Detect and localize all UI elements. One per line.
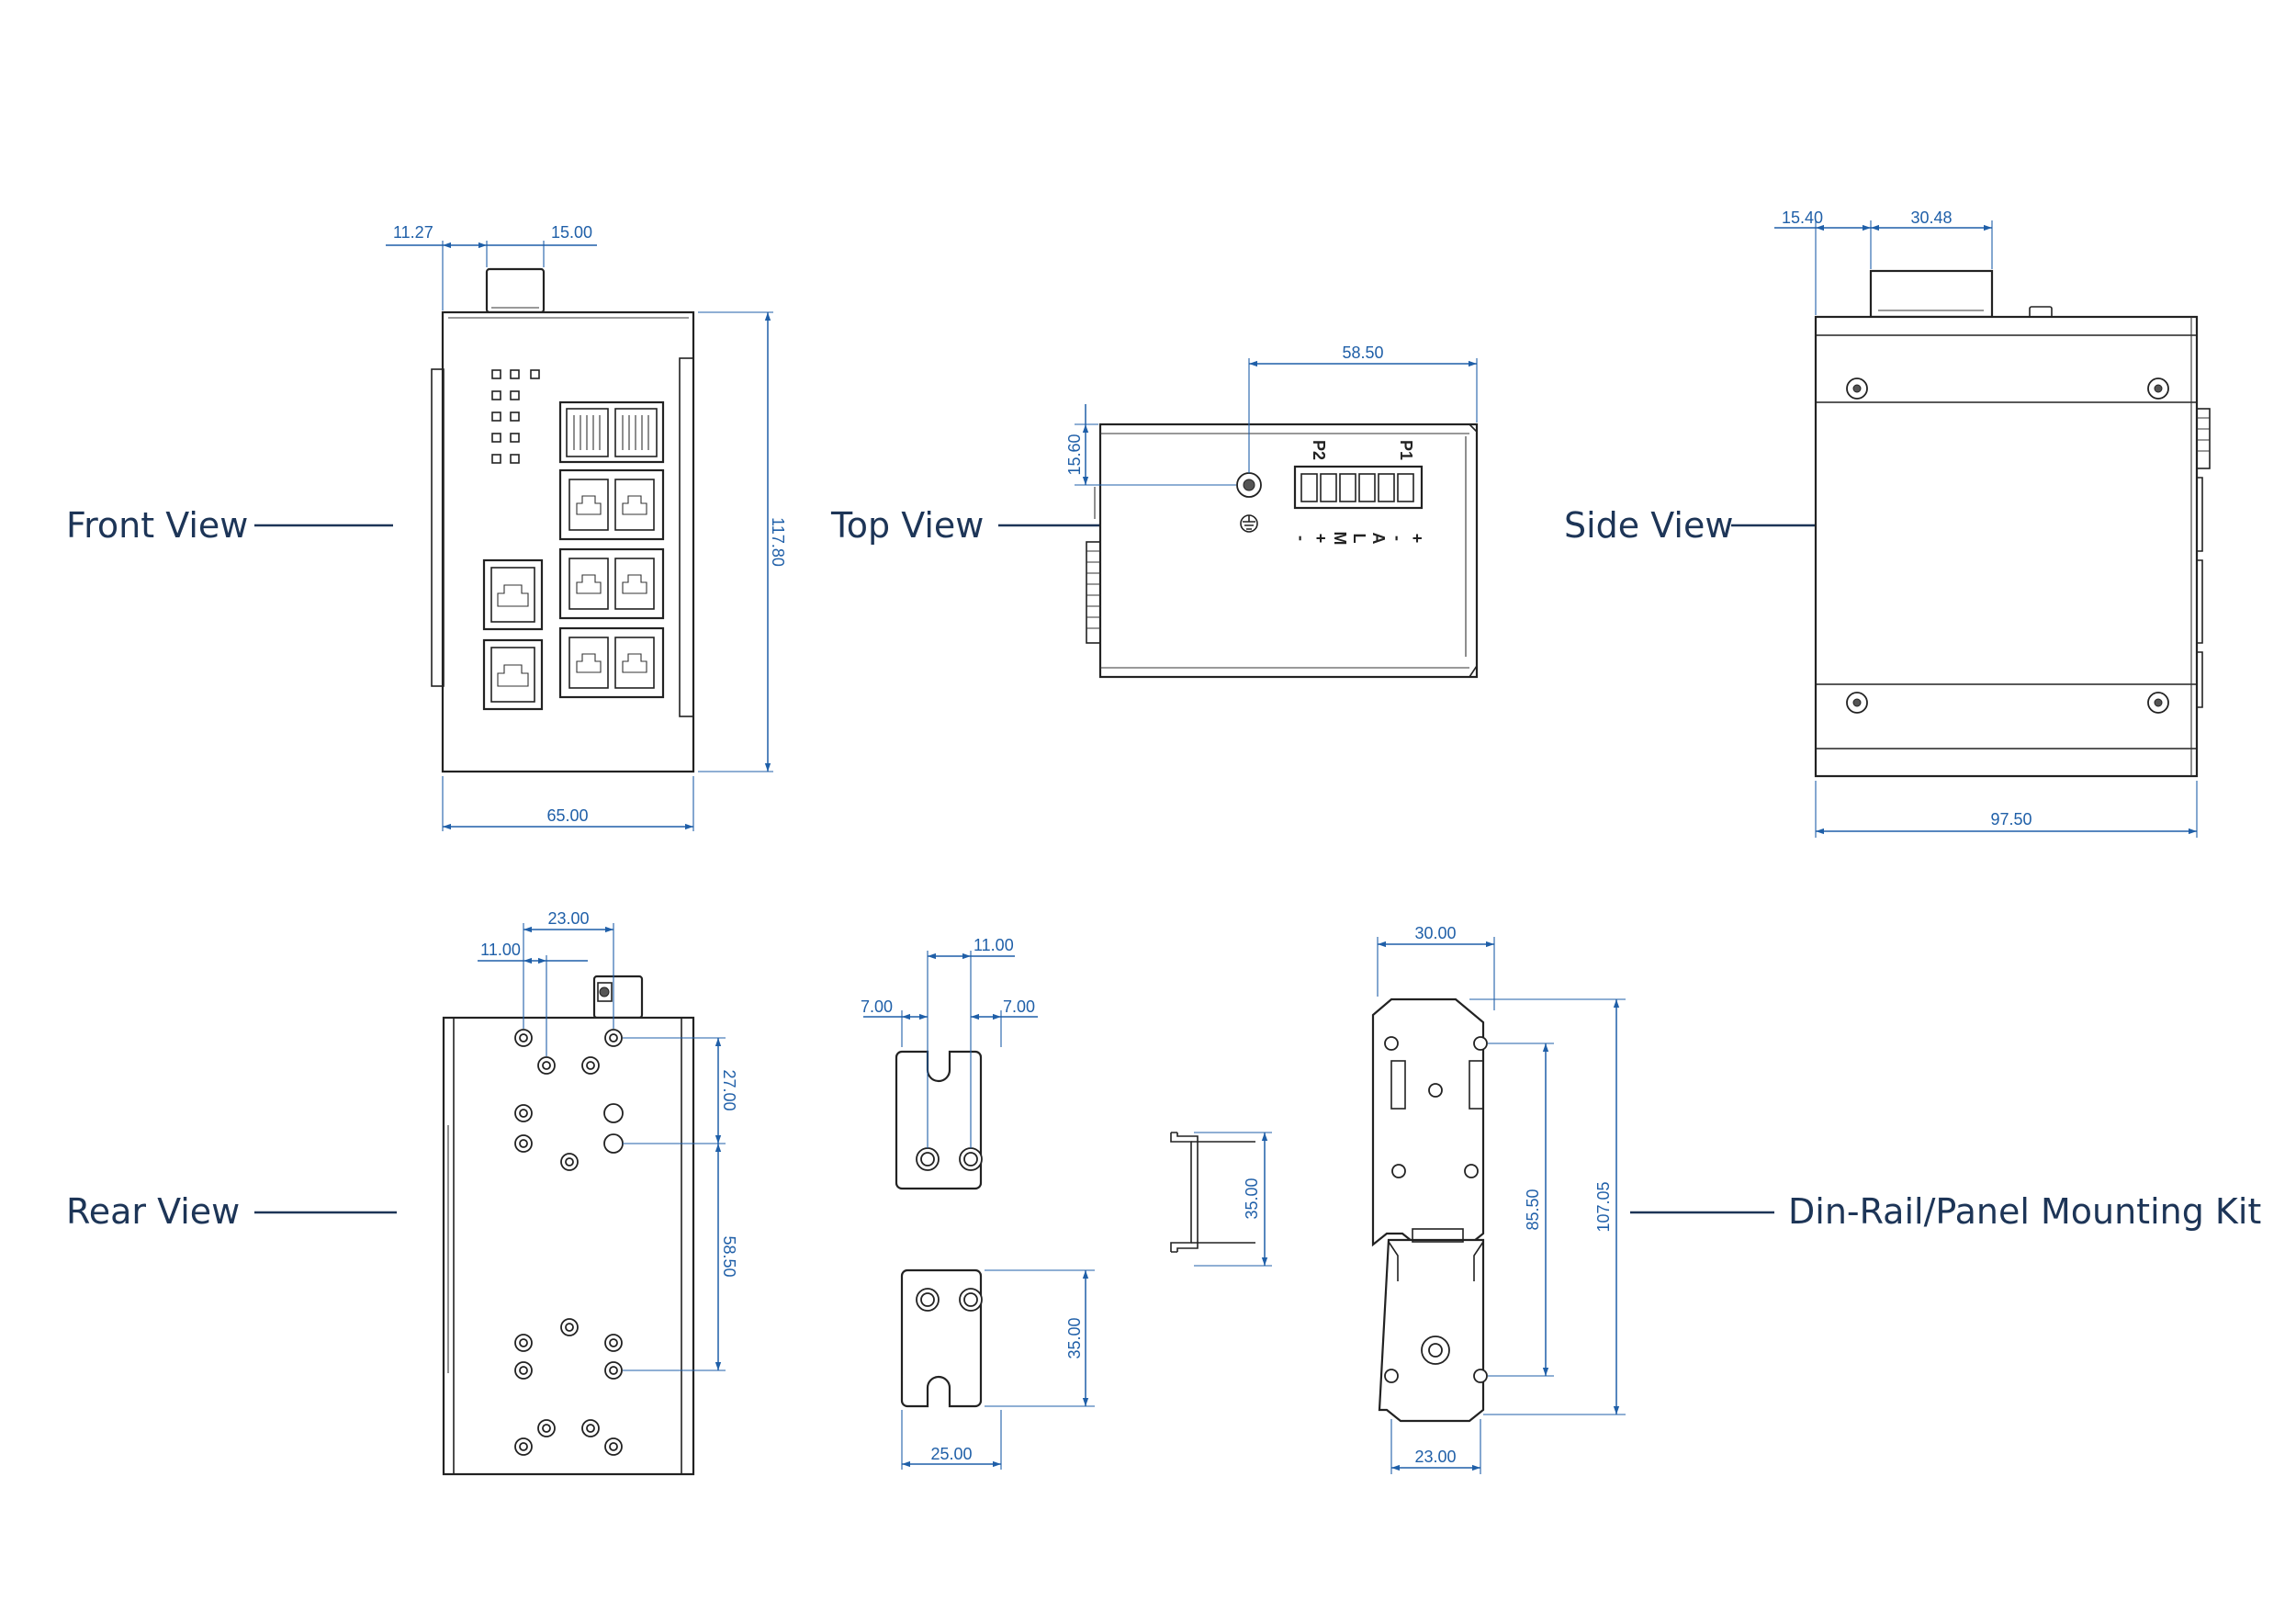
- rear-mounting-holes: [514, 1029, 624, 1456]
- dim-kit-width: 30.00: [1414, 924, 1456, 942]
- din-rail-profile: [1170, 1132, 1255, 1253]
- dim-side-width: 97.50: [1990, 810, 2032, 828]
- dim-rear-upper: 27.00: [720, 1069, 738, 1110]
- din-rail-kit-dimensions: 30.00 85.50 107.05 23.00: [1377, 924, 1626, 1474]
- front-view-label: Front View: [66, 505, 248, 546]
- dim-rear-spacing-b: 11.00: [480, 941, 521, 959]
- mounting-clip-upper-dimensions: 11.00 7.00 7.00: [861, 936, 1038, 1148]
- rj45-ports-right: [558, 468, 665, 699]
- terminal-p1-label: P1: [1397, 440, 1415, 460]
- dim-plate-width: 25.00: [930, 1445, 972, 1463]
- dim-front-connector: 15.00: [551, 223, 592, 242]
- top-view-label: Top View: [830, 505, 984, 546]
- dim-clip-right: 7.00: [1003, 997, 1035, 1016]
- pin-label-6: +: [1311, 534, 1330, 544]
- ground-symbol-icon: [1240, 514, 1258, 533]
- top-view-dimensions: 58.50 15.60: [1065, 344, 1478, 486]
- dim-kit-base: 23.00: [1414, 1448, 1456, 1466]
- side-screws: [1846, 378, 2169, 714]
- side-view-label: Side View: [1564, 505, 1733, 546]
- dim-rail-height: 35.00: [1243, 1178, 1261, 1219]
- terminal-p2-label: P2: [1310, 440, 1328, 460]
- din-rail-dimensions: 35.00: [1194, 1132, 1272, 1267]
- rear-view-drawing: [442, 975, 695, 1476]
- dim-kit-height: 107.05: [1594, 1181, 1613, 1232]
- led-indicators: [491, 369, 540, 464]
- dim-side-offset: 15.40: [1782, 209, 1823, 227]
- mounting-clip-upper: [895, 1050, 983, 1190]
- pin-label-3: A: [1369, 533, 1388, 545]
- dim-top-terminal: 58.50: [1342, 344, 1383, 362]
- dim-side-connector: 30.48: [1910, 209, 1952, 227]
- side-view-drawing: [1814, 269, 2211, 778]
- din-rail-kit-drawing: [1371, 997, 1488, 1423]
- dim-front-height: 117.80: [769, 517, 787, 567]
- dim-top-ground: 15.60: [1065, 434, 1084, 475]
- terminal-block: [1293, 465, 1424, 510]
- front-view-drawing: [431, 267, 695, 773]
- mounting-plate-lower-dimensions: 35.00 25.00: [901, 1269, 1095, 1470]
- top-view-drawing: P2 P1 + - A L M + -: [1086, 423, 1479, 679]
- sfp-ports: [558, 400, 665, 464]
- pin-label-1: +: [1408, 534, 1426, 544]
- rear-view-label: Rear View: [66, 1191, 240, 1232]
- dim-plate-height: 35.00: [1065, 1317, 1084, 1358]
- front-view-dimensions: 11.27 15.00 117.80 65.00: [386, 223, 787, 831]
- dim-front-offset: 11.27: [393, 223, 433, 242]
- side-view-dimensions: 15.40 30.48 97.50: [1774, 209, 2198, 838]
- dim-rear-lower: 58.50: [720, 1235, 738, 1277]
- pin-label-4: L: [1350, 534, 1368, 544]
- dim-clip-left: 7.00: [861, 997, 893, 1016]
- rj45-ports-left: [482, 558, 544, 711]
- pin-label-5: M: [1331, 532, 1349, 546]
- dim-kit-hole-pitch: 85.50: [1524, 1189, 1542, 1230]
- dim-rear-spacing-a: 23.00: [547, 909, 589, 928]
- pin-label-7: -: [1292, 535, 1311, 541]
- dim-front-width: 65.00: [546, 806, 588, 825]
- pin-label-2: -: [1389, 535, 1407, 541]
- mounting-plate-lower: [900, 1268, 983, 1408]
- rear-view-dimensions: 23.00 11.00 27.00 58.50: [478, 909, 738, 1371]
- dim-clip-slot: 11.00: [974, 936, 1014, 954]
- kit-label: Din-Rail/Panel Mounting Kit: [1788, 1191, 2261, 1232]
